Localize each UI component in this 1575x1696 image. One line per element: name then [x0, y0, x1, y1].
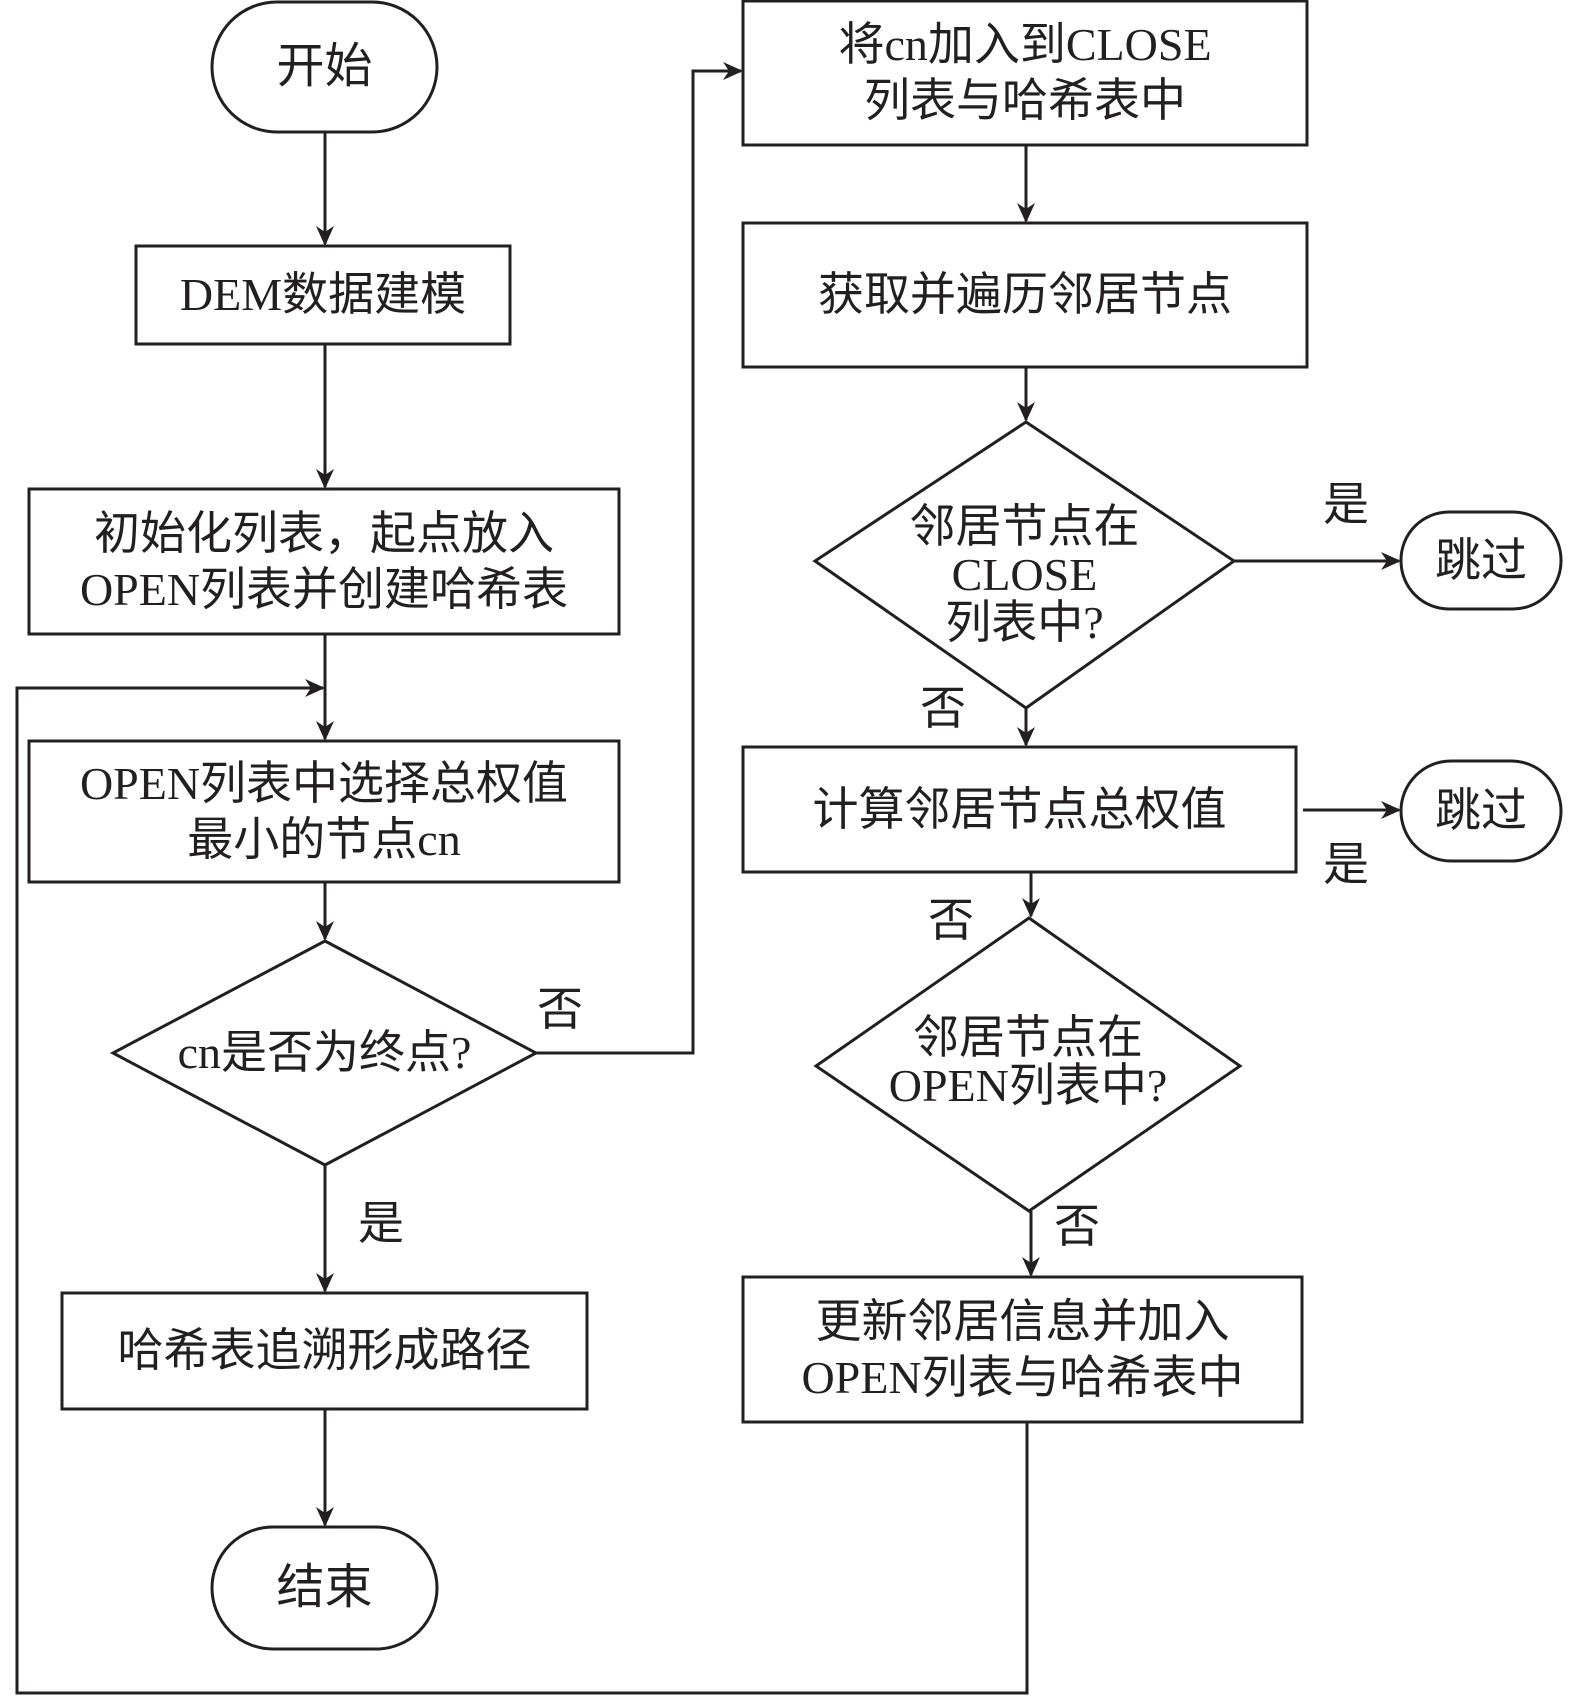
in-open-text-line1: 邻居节点在 — [913, 1012, 1143, 1063]
calc-yes-label: 是 — [1323, 839, 1369, 890]
select-text-line2: 最小的节点cn — [187, 813, 461, 865]
is-goal-text: cn是否为终点? — [177, 1027, 472, 1078]
end-terminal — [210, 1525, 439, 1651]
in-close-text-line3: 列表中? — [945, 597, 1104, 648]
calc-no-label: 否 — [928, 895, 974, 946]
add-close-text-line2: 列表与哈希表中 — [864, 75, 1186, 126]
in-close-text-line2: CLOSE — [951, 549, 1098, 600]
end-text: 结束 — [276, 1561, 373, 1614]
select-label: OPEN列表中选择总权值 最小的节点cn — [29, 741, 619, 882]
edge-goal-no-addclose — [536, 62, 743, 1055]
skip2-text: 跳过 — [1435, 785, 1527, 836]
init-label: 初始化列表，起点放入 OPEN列表并创建哈希表 — [29, 489, 619, 634]
close-yes-label: 是 — [1323, 479, 1369, 530]
in-open-text-line2: OPEN列表中? — [888, 1060, 1168, 1111]
goal-yes-label: 是 — [358, 1198, 404, 1249]
in-open-diamond — [813, 916, 1243, 1213]
calc-weight-box — [741, 745, 1298, 874]
dem-label: DEM数据建模 — [136, 246, 510, 344]
update-box — [741, 1275, 1304, 1424]
update-label: 更新邻居信息并加入 OPEN列表与哈希表中 — [743, 1277, 1302, 1422]
open-no-label: 否 — [1054, 1201, 1100, 1252]
start-label: 开始 — [212, 2, 437, 132]
skip2-terminal — [1399, 759, 1563, 863]
in-open-label: 邻居节点在 OPEN列表中? — [816, 1012, 1240, 1112]
edge-update-loop-back — [15, 679, 1029, 1695]
dem-box — [134, 244, 512, 346]
dem-text: DEM数据建模 — [179, 269, 467, 320]
skip1-terminal — [1399, 510, 1563, 611]
select-text-line1: OPEN列表中选择总权值 — [79, 757, 569, 809]
trace-label: 哈希表追溯形成路径 — [62, 1293, 587, 1409]
get-neighbors-text: 获取并遍历邻居节点 — [818, 269, 1232, 320]
is-goal-label: cn是否为终点? — [113, 1020, 536, 1086]
close-no-label: 否 — [920, 683, 966, 734]
in-close-text-line1: 邻居节点在 — [909, 501, 1140, 552]
goal-no-label: 否 — [537, 984, 583, 1035]
add-close-text-line1: 将cn加入到CLOSE — [838, 19, 1212, 70]
start-text: 开始 — [276, 40, 373, 93]
skip1-label: 跳过 — [1401, 512, 1561, 609]
init-text-line2: OPEN列表并创建哈希表 — [79, 563, 569, 615]
get-neighbors-label: 获取并遍历邻居节点 — [743, 223, 1307, 367]
end-label: 结束 — [212, 1527, 437, 1649]
add-close-label: 将cn加入到CLOSE 列表与哈希表中 — [743, 1, 1307, 145]
init-text-line1: 初始化列表，起点放入 — [94, 507, 554, 559]
update-text-line1: 更新邻居信息并加入 — [815, 1295, 1230, 1347]
update-text-line2: OPEN列表与哈希表中 — [801, 1351, 1244, 1403]
in-close-label: 邻居节点在 CLOSE 列表中? — [815, 500, 1234, 650]
calc-weight-text: 计算邻居节点总权值 — [812, 783, 1227, 835]
calc-weight-label: 计算邻居节点总权值 — [743, 747, 1296, 872]
skip2-label: 跳过 — [1401, 761, 1561, 861]
trace-text: 哈希表追溯形成路径 — [117, 1325, 532, 1376]
skip1-text: 跳过 — [1435, 534, 1527, 586]
